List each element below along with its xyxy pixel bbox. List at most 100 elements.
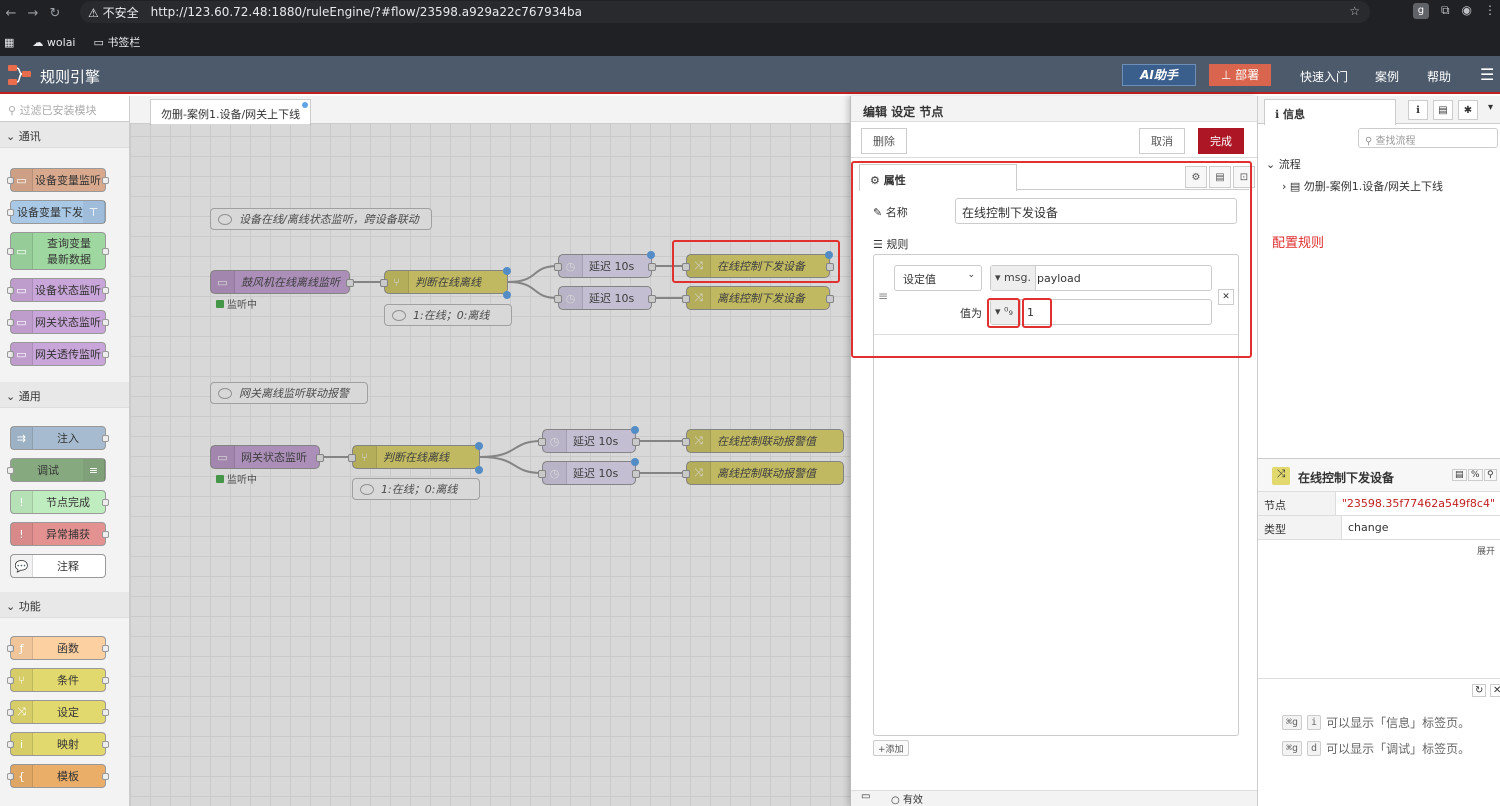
remove-rule-icon[interactable]: ✕: [1218, 289, 1234, 305]
enabled-toggle[interactable]: ○ 有效: [891, 795, 923, 806]
link-icon[interactable]: %: [1468, 469, 1483, 481]
flow-tree: ⌄ 流程 › ▤ 勿删-案例1.设备/网关上下线: [1266, 156, 1443, 194]
book-icon[interactable]: ▤: [1452, 469, 1467, 481]
tree-root[interactable]: ⌄ 流程: [1266, 158, 1301, 171]
quickstart-link[interactable]: 快速入门: [1300, 70, 1349, 84]
category-common[interactable]: ⌄ 通用: [0, 382, 129, 408]
help-link[interactable]: 帮助: [1427, 70, 1452, 84]
refresh-icon[interactable]: ↻: [1472, 684, 1487, 697]
palette-node[interactable]: ⇉注入: [10, 426, 109, 450]
chevron-down-icon[interactable]: ▾: [1488, 102, 1494, 113]
done-button[interactable]: 完成: [1198, 128, 1244, 154]
change-node[interactable]: ⤨离线控制下发设备: [682, 286, 834, 310]
frame-icon[interactable]: ⊡: [1233, 166, 1255, 188]
back-icon[interactable]: ←: [5, 5, 17, 21]
close-icon[interactable]: ✕: [1490, 684, 1500, 697]
flow-comment[interactable]: 设备在线/离线状态监听，跨设备联动: [210, 208, 432, 230]
palette-node[interactable]: ⤨设定: [7, 700, 109, 724]
palette-node[interactable]: 设备变量下发⊤: [7, 200, 106, 224]
examples-link[interactable]: 案例: [1375, 70, 1400, 84]
flow-comment[interactable]: 网关离线监听联动报警: [210, 382, 368, 404]
node-info-header: ⤨ 在线控制下发设备 ▤ % ⚲: [1258, 458, 1500, 492]
gear-icon[interactable]: ⚙: [1185, 166, 1207, 188]
drag-handle-icon[interactable]: ≡: [878, 289, 889, 303]
flow-search-input[interactable]: ⚲ 查找流程: [1358, 128, 1498, 148]
flow-comment[interactable]: 1:在线；0:离线: [352, 478, 480, 500]
rules-label: ☰ 规则: [873, 238, 909, 251]
puzzle-icon[interactable]: ⧉: [1440, 3, 1450, 17]
forward-icon[interactable]: →: [27, 5, 39, 21]
bookmark-folder[interactable]: ▭ 书签栏: [93, 36, 141, 49]
insecure-badge[interactable]: ⚠ 不安全: [88, 5, 139, 20]
category-func[interactable]: ⌄ 功能: [0, 592, 129, 618]
tab-properties[interactable]: ⚙ 属性: [859, 164, 1017, 191]
rule-target-input[interactable]: ▾ msg.payload: [990, 265, 1212, 291]
palette-node[interactable]: ⑂条件: [7, 668, 109, 692]
document-icon[interactable]: ▤: [1209, 166, 1231, 188]
switch-node[interactable]: ⑂判断在线离线: [348, 442, 483, 474]
palette-node[interactable]: 调试≡: [7, 458, 106, 482]
deploy-button[interactable]: ⊥ 部署: [1209, 64, 1271, 86]
palette-node[interactable]: {模板: [7, 764, 109, 788]
node-status: 监听中: [216, 471, 257, 486]
book-icon[interactable]: ▤: [1433, 100, 1453, 120]
delay-node[interactable]: ◷延迟 10s: [554, 251, 656, 278]
palette-node[interactable]: ▭查询变量最新数据: [7, 232, 109, 270]
node-icon: ▭: [11, 343, 33, 365]
gateway-status-listener-node[interactable]: ▭网关状态监听: [210, 445, 324, 469]
bookmark-star-icon[interactable]: ☆: [1349, 4, 1360, 18]
add-rule-button[interactable]: +添加: [873, 740, 909, 756]
bug-icon[interactable]: ✱: [1458, 100, 1478, 120]
palette-search-input[interactable]: ⚲ 过滤已安装模块: [0, 96, 129, 122]
address-bar[interactable]: ⚠ 不安全 http://123.60.72.48:1880/ruleEngin…: [80, 1, 1370, 23]
delay-node[interactable]: ◷延迟 10s: [554, 286, 656, 310]
flow-tab[interactable]: 勿删-案例1.设备/网关上下线: [150, 99, 312, 125]
tree-item-flow[interactable]: › ▤ 勿删-案例1.设备/网关上下线: [1282, 180, 1443, 193]
bookmark-wolai[interactable]: ☁ wolai: [32, 35, 76, 49]
change-node-selected[interactable]: ⤨在线控制下发设备: [682, 251, 834, 278]
more-icon[interactable]: ⋮: [1484, 3, 1496, 17]
number-type-selector[interactable]: ▾ ⁰₉: [991, 300, 1021, 324]
book-icon[interactable]: ▭: [861, 791, 871, 802]
palette-node[interactable]: ▭设备状态监听: [7, 278, 109, 302]
palette-node[interactable]: ▭设备变量监听: [7, 168, 109, 192]
edit-tray: 编辑 设定 节点 删除 取消 完成 ⚙ 属性 ⚙ ▤ ⊡ ✎ 名称 在线控制下发…: [850, 96, 1258, 806]
palette-node[interactable]: ▭网关透传监听: [7, 342, 109, 366]
apps-icon[interactable]: ▦: [4, 35, 15, 49]
reload-icon[interactable]: ↻: [49, 5, 61, 21]
change-node[interactable]: ⤨在线控制联动报警值: [682, 429, 844, 453]
palette-node[interactable]: 💬注释: [10, 554, 106, 578]
extension-icon[interactable]: g: [1412, 3, 1429, 19]
palette-node[interactable]: ▭网关状态监听: [7, 310, 109, 334]
node-status: 监听中: [216, 296, 257, 311]
clock-icon: ◷: [543, 462, 567, 484]
search-icon[interactable]: ⚲: [1484, 469, 1497, 481]
ai-assistant-button[interactable]: AI助手: [1122, 64, 1196, 86]
category-comm[interactable]: ⌄ 通讯: [0, 122, 129, 148]
profile-icon[interactable]: ◉: [1461, 3, 1472, 17]
palette-node[interactable]: !异常捕获: [10, 522, 109, 546]
delay-node[interactable]: ◷延迟 10s: [538, 426, 640, 453]
palette-node[interactable]: !节点完成: [10, 490, 109, 514]
change-node[interactable]: ⤨离线控制联动报警值: [682, 461, 844, 485]
name-input[interactable]: 在线控制下发设备: [955, 198, 1237, 224]
flow-workspace[interactable]: 勿删-案例1.设备/网关上下线 设备在线/离线状态监听，跨设备联动 网关离线监听…: [130, 96, 850, 806]
switch-node[interactable]: ⑂判断在线离线: [380, 267, 511, 299]
flow-comment[interactable]: 1:在线；0:离线: [384, 304, 512, 326]
type-selector[interactable]: ▾ msg.: [991, 266, 1036, 290]
rule-action-select[interactable]: 设定值⌄: [894, 265, 982, 291]
expand-link[interactable]: 展开: [1476, 547, 1495, 557]
url-text: http://123.60.72.48:1880/ruleEngine/?#fl…: [150, 5, 582, 19]
tab-info[interactable]: ℹ 信息: [1264, 99, 1396, 125]
info-icon[interactable]: ℹ: [1408, 100, 1428, 120]
delete-button[interactable]: 删除: [861, 128, 907, 154]
menu-icon[interactable]: ☰: [1480, 65, 1495, 84]
highlight-selected-node: [672, 240, 840, 283]
delay-node[interactable]: ◷延迟 10s: [538, 458, 640, 485]
device-status-listener-node[interactable]: ▭鼓风机在线离线监听: [210, 270, 354, 294]
cancel-button[interactable]: 取消: [1139, 128, 1185, 154]
